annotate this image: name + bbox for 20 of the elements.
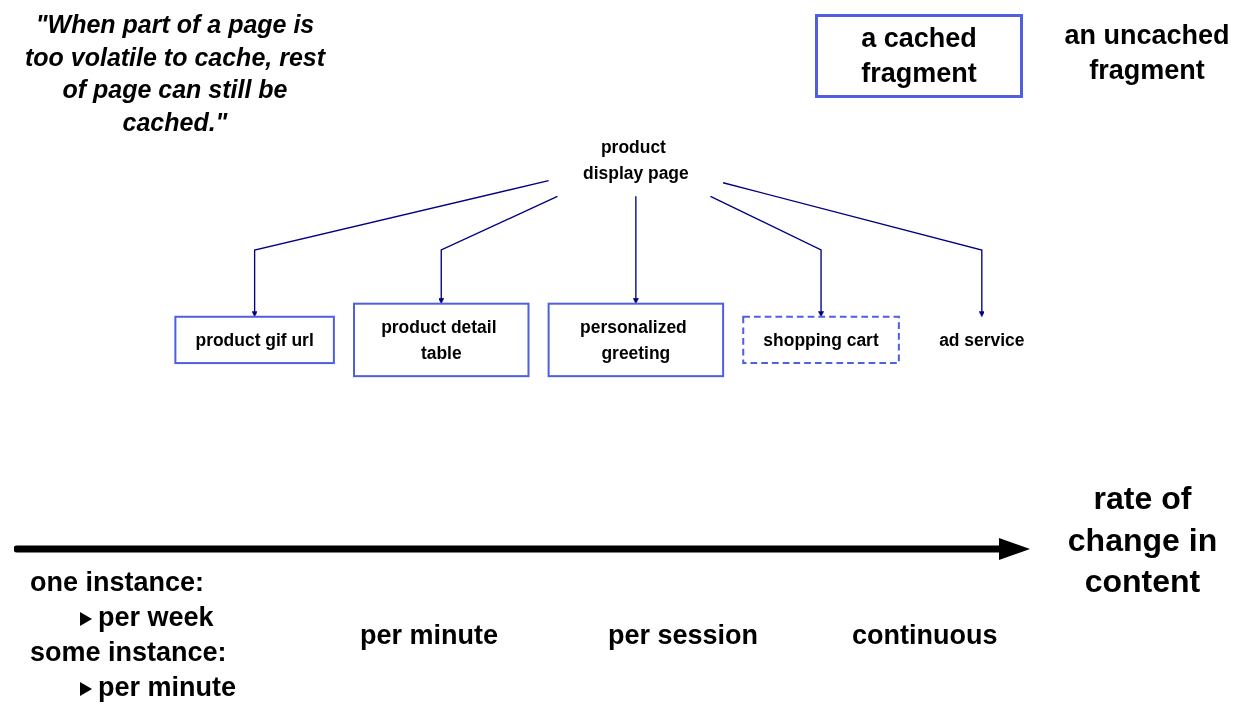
node-text: product display page bbox=[583, 136, 689, 183]
arrow bbox=[722, 182, 985, 318]
node-box: product detail table bbox=[353, 302, 530, 378]
axis-note: per session bbox=[608, 619, 759, 652]
axis-note: per week bbox=[98, 602, 214, 632]
node-box: product gif url bbox=[174, 315, 335, 365]
node-box: personalized greeting bbox=[547, 302, 725, 378]
legend-entry: an uncached fragment bbox=[1063, 19, 1231, 88]
axis-label: rate of change in content bbox=[1066, 479, 1219, 602]
axis-note: some instance: bbox=[30, 636, 227, 669]
axis-note: continuous bbox=[852, 619, 998, 652]
axis-note: per minute bbox=[360, 619, 499, 652]
quote-note: "When part of a page is too volatile to cache, rest of page can still be cached." bbox=[23, 9, 327, 138]
arrow bbox=[632, 195, 639, 304]
legend-entry: a cached fragment bbox=[815, 14, 1023, 99]
arrow bbox=[438, 195, 559, 304]
node-text: ad service bbox=[939, 329, 1025, 350]
axis-note: one instance: bbox=[30, 566, 205, 599]
axis-note: per minute bbox=[98, 672, 237, 702]
node-box: shopping cart bbox=[742, 315, 900, 365]
